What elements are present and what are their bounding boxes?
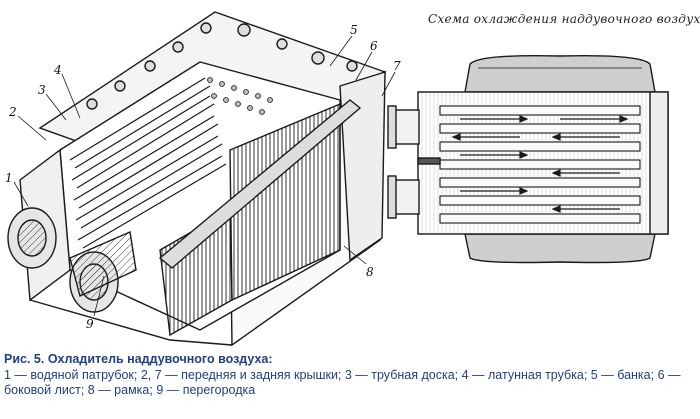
cooling-scheme-diagram	[387, 54, 669, 264]
figure-caption: Рис. 5. Охладитель наддувочного воздуха:…	[4, 351, 696, 398]
part-number-8: 8	[366, 265, 374, 279]
air-cooler-illustration: 1 2 3 4 5 6 7 8 9	[5, 11, 669, 347]
part-number-3: 3	[38, 83, 46, 97]
part-number-1: 1	[5, 171, 13, 185]
part-number-7: 7	[393, 59, 401, 73]
part-number-4: 4	[53, 63, 62, 77]
caption-title: Рис. 5. Охладитель наддувочного воздуха:	[4, 352, 273, 366]
caption-legend: 1 — водяной патрубок; 2, 7 — передняя и …	[4, 368, 681, 397]
cooler-cutaway-drawing	[7, 11, 387, 347]
part-number-5: 5	[350, 23, 358, 37]
cooling-scheme-title: Схема охлаждения наддувочного воздуха	[428, 12, 700, 26]
part-callouts	[13, 35, 396, 317]
part-number-labels: 1 2 3 4 5 6 7 8 9	[5, 23, 401, 331]
part-number-6: 6	[370, 39, 378, 53]
part-number-9: 9	[86, 317, 94, 331]
part-number-2: 2	[8, 105, 17, 119]
